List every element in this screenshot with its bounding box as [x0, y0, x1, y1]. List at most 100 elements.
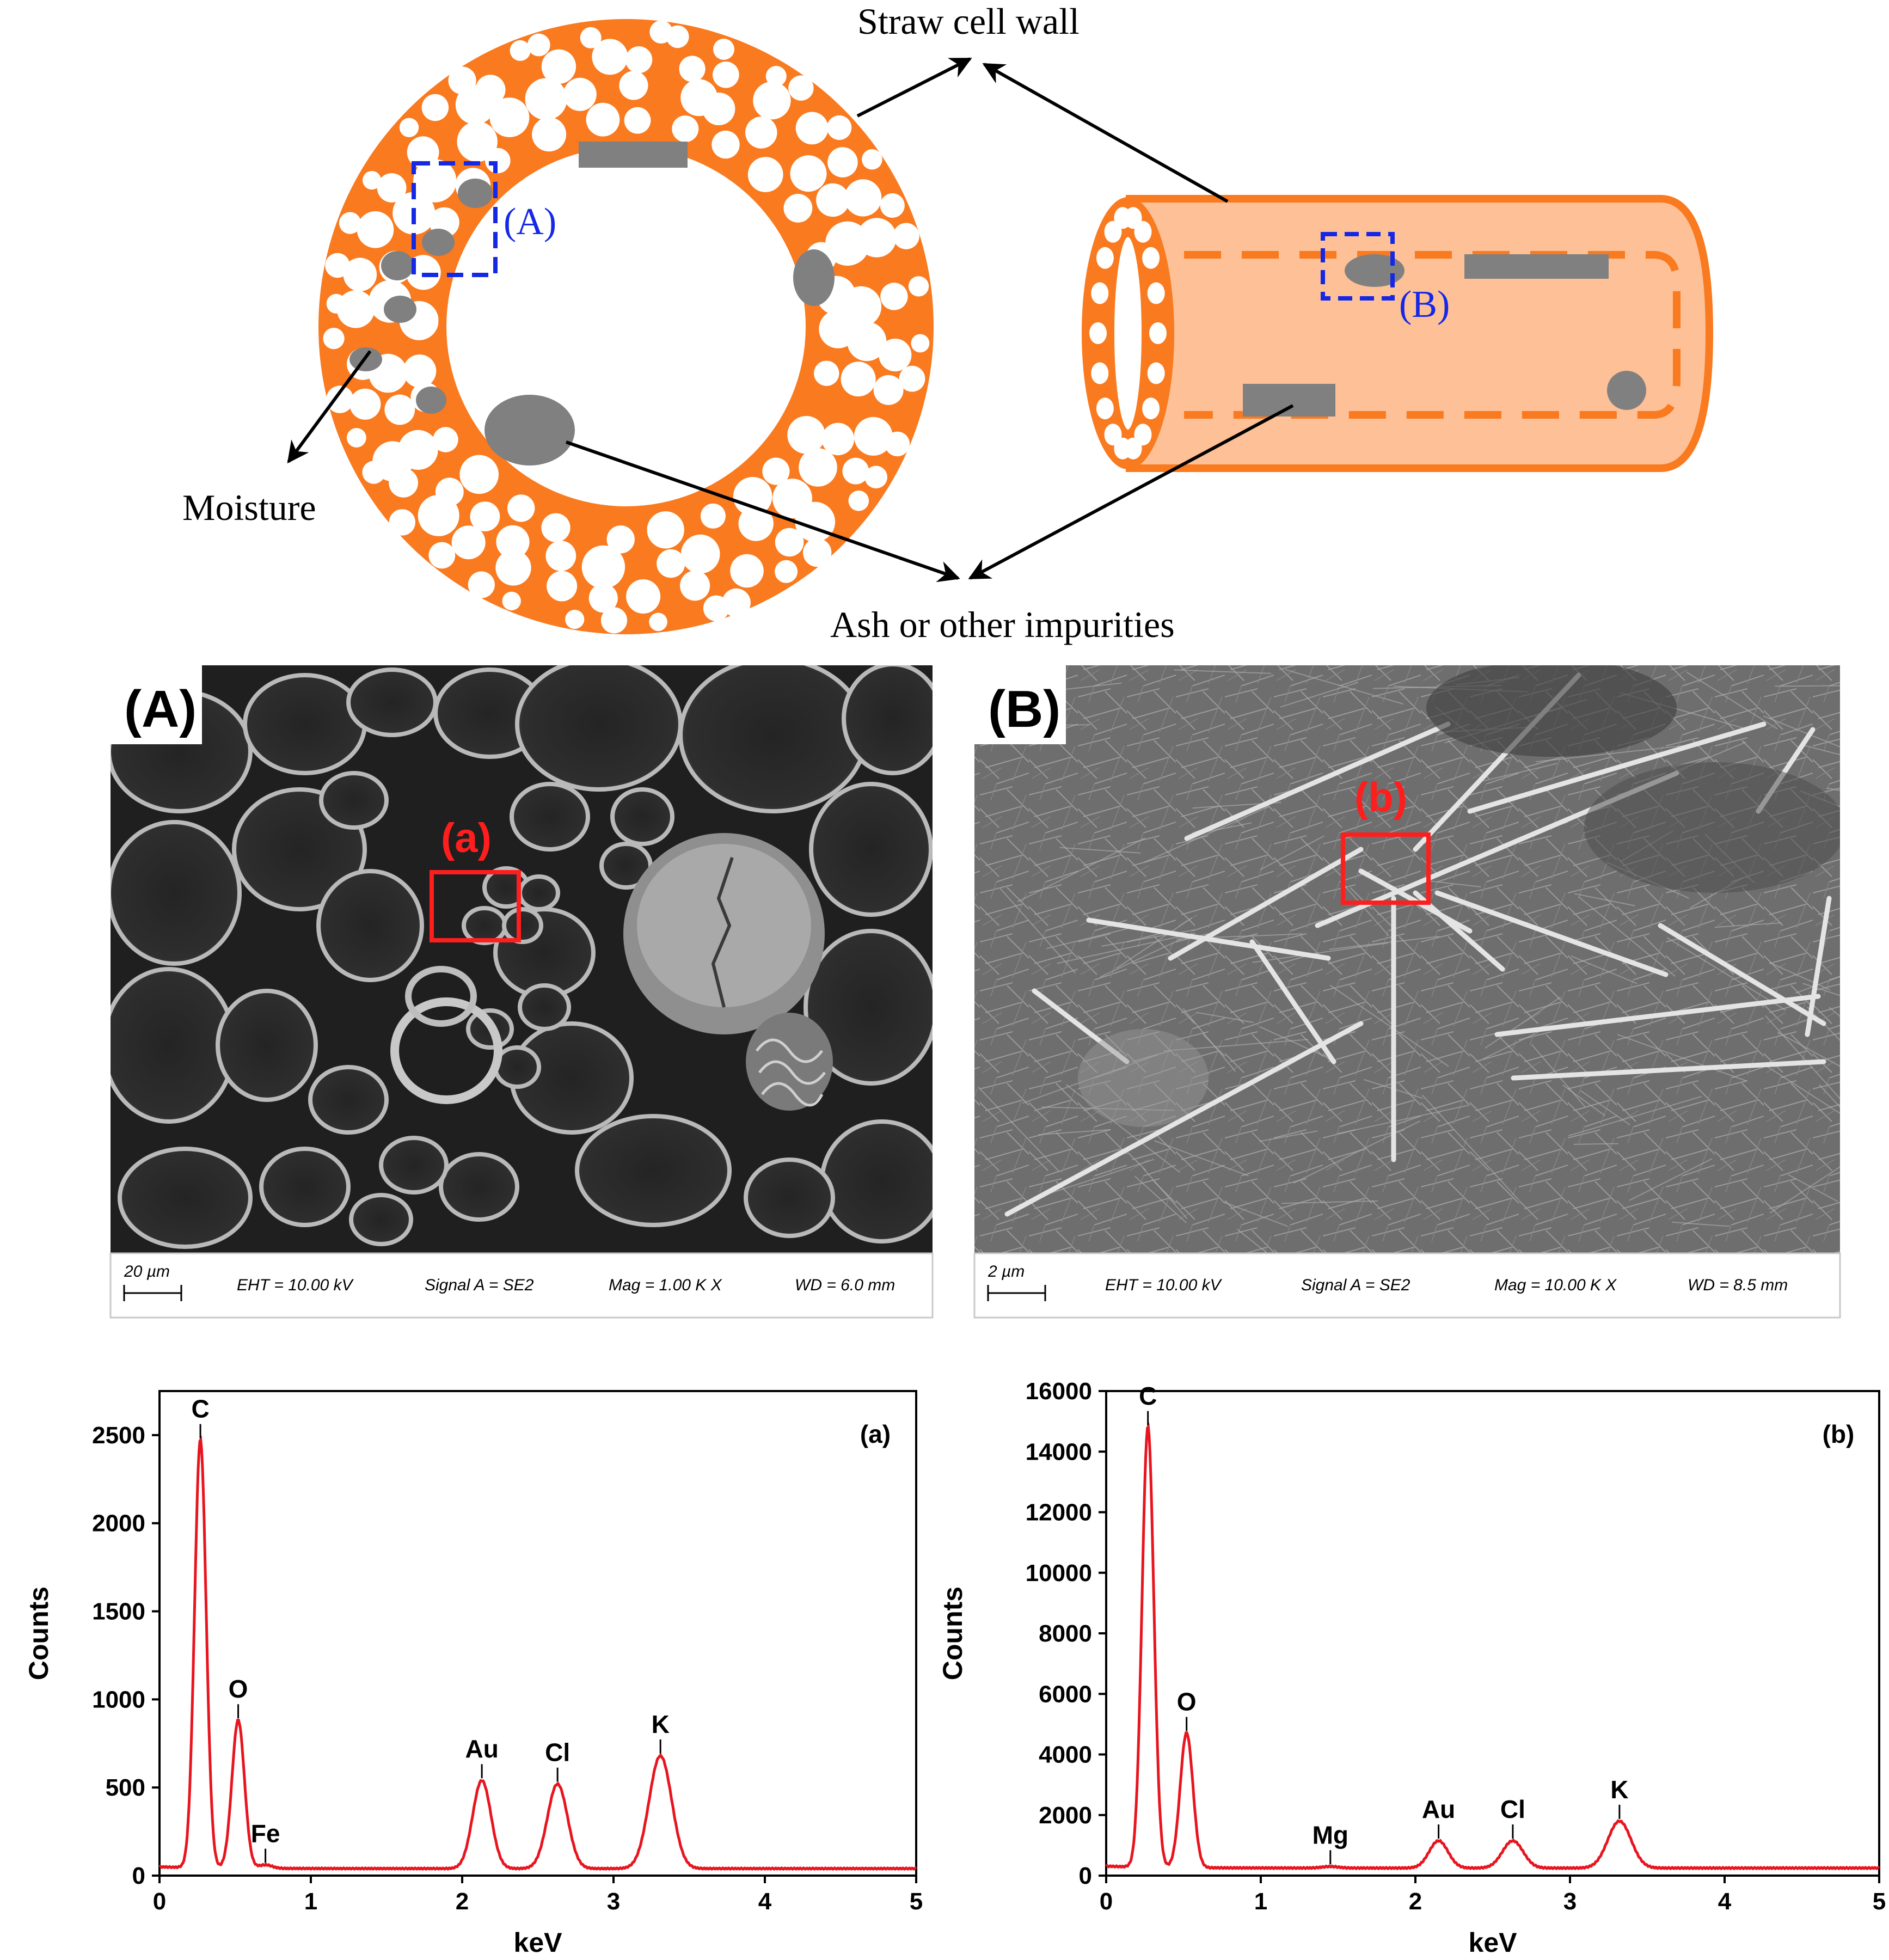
eht-readout: EHT = 10.00 kV [237, 1276, 354, 1294]
pore [495, 550, 531, 586]
end-pore-cluster [1089, 207, 1167, 460]
arrow-ash-1 [566, 440, 960, 583]
peak-label: C [191, 1395, 209, 1423]
tube-lumen [1111, 234, 1145, 433]
pore [712, 130, 740, 159]
pore [541, 49, 576, 84]
moisture-droplet [422, 229, 455, 256]
pore [592, 39, 628, 75]
x-axis-label: keV [1469, 1927, 1518, 1958]
spectrum-line [158, 1435, 917, 1871]
pore [600, 607, 628, 634]
pore [468, 571, 495, 598]
pore [1091, 282, 1109, 304]
cell-structure [111, 665, 933, 1249]
pore [745, 117, 777, 149]
pore [854, 416, 893, 456]
y-tick-label: 0 [132, 1863, 145, 1889]
panel-label: (b) [1823, 1420, 1855, 1448]
impurity-bar [579, 142, 688, 168]
signal-readout: Signal A = SE2 [425, 1276, 534, 1294]
x-tick-label: 1 [1254, 1888, 1267, 1915]
plant-cell [744, 1157, 835, 1238]
pore [908, 276, 929, 297]
pore [1147, 282, 1165, 304]
pore [510, 40, 531, 61]
scale-bar [987, 1285, 1046, 1301]
pore [722, 588, 751, 617]
mag-readout: Mag = 1.00 K X [609, 1276, 722, 1294]
crystal-needle [1467, 721, 1767, 814]
plot-frame [158, 1390, 917, 1877]
plant-cell [518, 874, 560, 911]
roi-label-b: (b) [1354, 774, 1407, 820]
pore [649, 612, 667, 632]
pore [775, 560, 798, 583]
pore [841, 362, 876, 397]
pore [880, 283, 908, 310]
peak-label: Au [465, 1735, 498, 1763]
pore [1096, 397, 1114, 420]
pore [911, 334, 930, 353]
pore [626, 579, 661, 614]
crystal-needle [1184, 721, 1451, 841]
x-tick-label: 4 [1718, 1888, 1732, 1915]
arrow-cell-wall-2 [982, 63, 1229, 203]
x-tick-label: 4 [758, 1888, 772, 1915]
pore [343, 258, 377, 291]
tube-body [1126, 195, 1714, 472]
pore [433, 427, 458, 452]
pore [336, 290, 375, 328]
pore [624, 107, 651, 134]
moisture-droplet [458, 179, 493, 208]
pore [357, 211, 394, 248]
peak-label: C [1139, 1382, 1157, 1410]
pore [421, 94, 449, 121]
y-tick-label: 1500 [92, 1598, 145, 1625]
label-cell-wall: Straw cell wall [857, 1, 1080, 42]
pore [547, 571, 578, 602]
plant-cell [678, 665, 868, 813]
arrow-ash-2 [968, 404, 1294, 580]
y-tick-label: 16000 [1026, 1378, 1092, 1405]
label-ash: Ash or other impurities [830, 604, 1175, 645]
label-moisture: Moisture [182, 487, 316, 528]
pore [339, 212, 361, 234]
pore [862, 149, 882, 170]
sem-infobar-A [109, 1252, 934, 1319]
pore [1142, 247, 1160, 269]
plant-cell [439, 1152, 519, 1222]
pore [625, 46, 653, 74]
schematic: (A) (B) Straw cell wall Moisture Ash or … [182, 1, 1714, 645]
plant-cell [510, 782, 590, 852]
peak-label: O [229, 1675, 248, 1703]
sem-infobar-B [973, 1252, 1841, 1319]
pore [525, 78, 567, 120]
pore [816, 183, 850, 217]
y-tick-label: 10000 [1026, 1560, 1092, 1587]
pore [827, 115, 852, 140]
pore [428, 542, 456, 569]
pore [821, 422, 855, 456]
y-tick-label: 1000 [92, 1686, 145, 1713]
pore [545, 541, 576, 571]
pore [762, 457, 790, 485]
plant-cell [515, 665, 683, 792]
pore [457, 121, 498, 162]
peak-label: O [1177, 1688, 1197, 1716]
plant-cell [243, 673, 367, 775]
pore [783, 194, 813, 223]
crystal-needle [1494, 994, 1821, 1037]
pore [787, 416, 825, 454]
pore [700, 503, 726, 529]
pore [323, 328, 345, 350]
y-tick-label: 4000 [1039, 1742, 1092, 1768]
plant-cell [319, 771, 389, 830]
sem-panel-A: (a) (A) 20 µm EHT = 10.00 kV Signal A = … [109, 665, 934, 1319]
y-tick-label: 500 [106, 1774, 145, 1801]
wd-readout: WD = 6.0 mm [795, 1276, 895, 1294]
moisture-droplet [416, 387, 446, 414]
plant-cell [462, 906, 507, 945]
